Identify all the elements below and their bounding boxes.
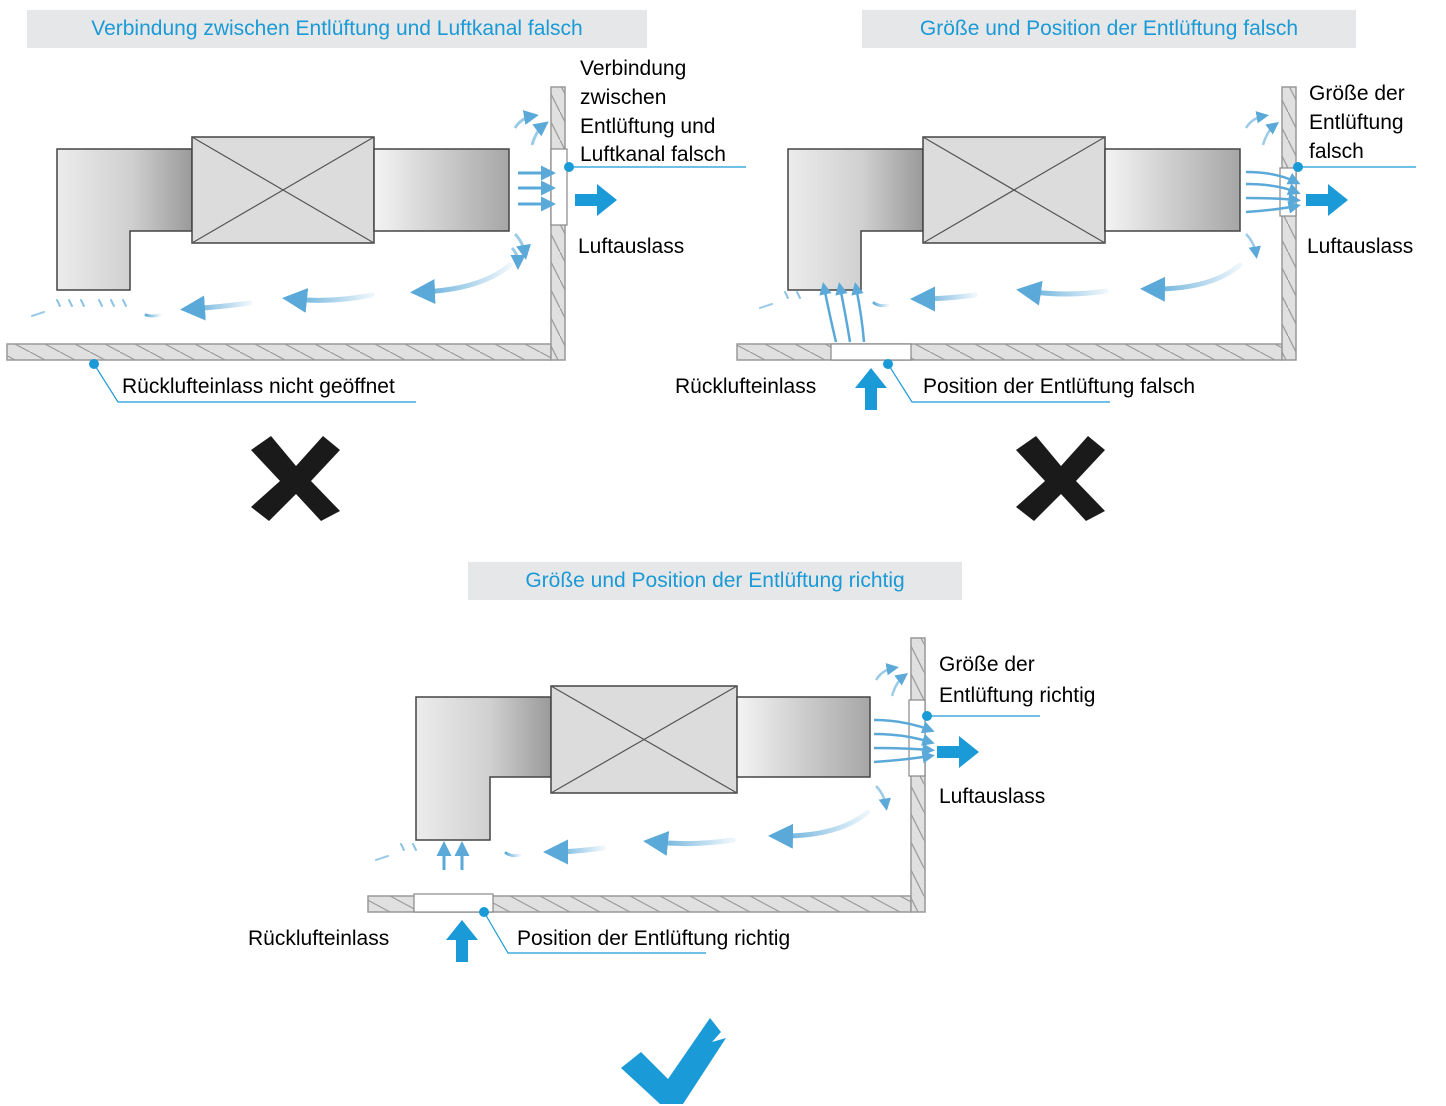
callout-dot xyxy=(922,711,932,721)
panel-connection-wrong xyxy=(6,86,746,521)
callout-size-wrong-line-1: Größe der xyxy=(1309,82,1405,105)
panel-title-connection-wrong: Verbindung zwischen Entlüftung und Luftk… xyxy=(27,10,647,48)
indoor-unit xyxy=(787,136,1241,291)
floor-slab xyxy=(367,893,912,913)
outlet-grille xyxy=(550,148,568,226)
position-wrong-label: Position der Entlüftung falsch xyxy=(923,375,1195,398)
callout-leaders xyxy=(93,166,746,403)
callout-leaders xyxy=(483,715,1040,954)
inlet-arrow xyxy=(446,920,478,962)
callout-size-right-line-1: Größe der xyxy=(939,653,1035,676)
callout-dot xyxy=(564,162,574,172)
airflow-arrows xyxy=(873,663,935,811)
panel-title-size-position-right: Größe und Position der Entlüftung richti… xyxy=(468,562,962,600)
callout-connection-line-4: Luftkanal falsch xyxy=(580,143,726,166)
callout-dot xyxy=(883,359,893,369)
return-inlet-label: Rücklufteinlass xyxy=(248,927,390,950)
side-wall xyxy=(1281,86,1297,361)
callout-size-right-line-2: Entlüftung richtig xyxy=(939,684,1096,707)
panel-title-size-position-wrong: Größe und Position der Entlüftung falsch xyxy=(862,10,1356,48)
checkmark-icon xyxy=(621,1018,726,1104)
callout-dot xyxy=(479,907,489,917)
return-airflow xyxy=(375,809,871,865)
return-airflow xyxy=(31,262,513,321)
cross-icon xyxy=(1016,436,1105,521)
outlet-arrow xyxy=(1306,184,1348,216)
outlet-label: Luftauslass xyxy=(578,235,685,258)
callout-connection-line-2: zwischen xyxy=(580,86,667,109)
inlet-airflow xyxy=(436,841,470,870)
panel-size-position-right xyxy=(367,637,1040,1104)
cross-icon xyxy=(251,436,340,521)
indoor-unit xyxy=(56,136,510,291)
return-airflow xyxy=(759,262,1243,312)
airflow-arrows xyxy=(1244,111,1301,259)
callout-dot xyxy=(89,359,99,369)
callout-size-wrong-line-3: falsch xyxy=(1309,140,1364,163)
callout-connection-line-1: Verbindung xyxy=(580,57,687,80)
outlet-label: Luftauslass xyxy=(939,785,1046,808)
airflow-arrows xyxy=(510,110,556,270)
return-inlet-closed-label: Rücklufteinlass nicht geöffnet xyxy=(122,375,395,398)
return-inlet-label: Rücklufteinlass xyxy=(675,375,817,398)
callout-connection-line-3: Entlüftung und xyxy=(580,115,716,138)
position-right-label: Position der Entlüftung richtig xyxy=(517,927,791,950)
floor-slab xyxy=(6,343,552,361)
outlet-arrow xyxy=(575,184,617,216)
floor-slab xyxy=(736,343,1283,361)
panel-size-position-wrong xyxy=(736,86,1416,521)
inlet-airflow xyxy=(819,282,866,343)
callout-dot xyxy=(1293,162,1303,172)
inlet-arrow xyxy=(855,368,887,410)
outlet-arrow xyxy=(937,736,979,768)
callout-leaders xyxy=(887,166,1416,403)
indoor-unit xyxy=(415,685,871,841)
outlet-label: Luftauslass xyxy=(1307,235,1414,258)
callout-size-wrong-line-2: Entlüftung xyxy=(1309,111,1404,134)
